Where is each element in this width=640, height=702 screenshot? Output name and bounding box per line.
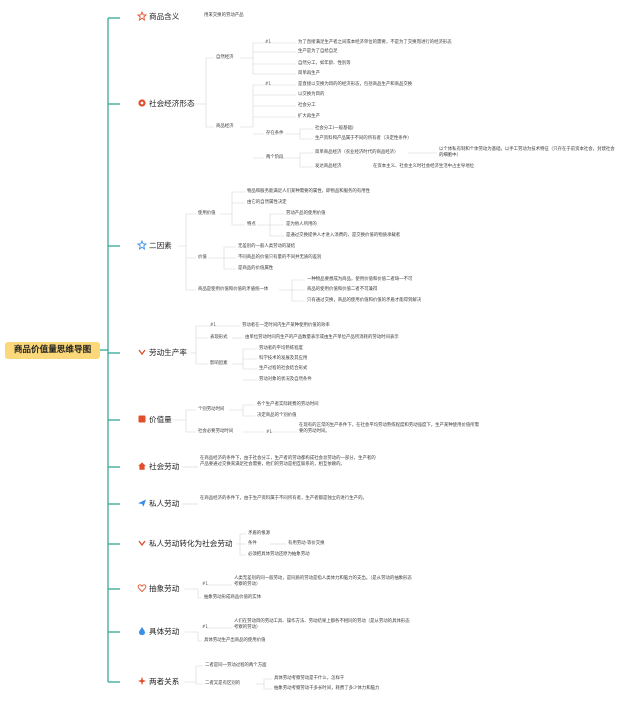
branch-social-labor[interactable]: 社会劳动 [149, 462, 180, 471]
use-value: 使用价值 [198, 211, 216, 216]
socially-necessary-time: 社会必要劳动时间 [198, 429, 234, 434]
chevron-down-icon [138, 349, 146, 356]
use-value-4: 是为他人所用的 [286, 222, 317, 227]
relationship-2a: 具体劳动考察劳动是干什么，怎样干 [274, 676, 345, 681]
star-outline-icon [137, 240, 147, 250]
social-labor-text: 在商品经济的条件下，由于社会分工，生产者的劳动都构成社会总劳动的一部分，生产者的… [200, 456, 376, 467]
conversion-2a: 有用劳动·等价交换 [288, 541, 325, 546]
relationship-2b: 抽象劳动考察劳动干多长时间，耗费了多少体力和脑力 [274, 686, 380, 691]
natural-4: 简单再生产 [298, 71, 320, 76]
features: 特点 [247, 222, 256, 227]
branch-abstract-labor[interactable]: 抽象劳动 [149, 584, 180, 593]
expression-form: 表现形式 [210, 335, 228, 340]
unity-2: 商品的使用价值和价值二者不可兼得 [307, 287, 378, 292]
stage-2-note: 在资本主义、社会主义时社会经济生活中占主导地位 [373, 164, 474, 169]
use-value-5: 是通过交换提供人才进入消费的，是交换价值的物质承载者 [286, 233, 401, 238]
root-node[interactable]: 商品价值量思维导图 [5, 342, 100, 359]
unity-3: 只有通过交换，商品的使用价值和价值的矛盾才能得到解决 [307, 298, 422, 303]
value-2: 不同商品的价值只有量的不同并无质的差别 [238, 255, 322, 260]
heart-icon [137, 584, 147, 593]
two-stages: 两个阶段 [266, 155, 284, 160]
value-3: 是商品的价值属性 [238, 266, 274, 271]
expression-form-text: 由单位劳动时间内生产的产品数量表示或由生产单位产品所消耗的劳动时间表示 [245, 335, 399, 340]
star-outline-icon [137, 11, 147, 21]
commodity-economy: 商品经济 [216, 124, 234, 129]
product-meaning-text: 用来交换的劳动产品 [204, 13, 244, 18]
social-time-definition: 在现有的正常的生产条件下，在社会平均劳动熟练程度和劳动强度下，生产某种使用价值所… [299, 423, 480, 434]
value-1: 无差别的一般人类劳动的凝结 [238, 244, 296, 249]
individual-2: 决定商品的个别价值 [257, 413, 297, 418]
square-icon [138, 415, 146, 423]
unity: 商品是使用价值和价值的矛盾统一体 [198, 287, 269, 292]
branch-value-magnitude[interactable]: 价值量 [149, 415, 172, 424]
condition-1: 社会分工(一般基础) [315, 126, 354, 131]
concrete-2: 具体劳动生产出商品的使用价值 [204, 638, 266, 643]
conversion-2: 条件 [248, 541, 257, 546]
natural-economy: 自然经济 [216, 55, 234, 60]
stage-1: 简单商品经济（农业经济时代的商品经济） [315, 150, 399, 155]
branch-concrete-labor[interactable]: 具体劳动 [149, 627, 180, 636]
house-icon [138, 462, 146, 470]
condition-2: 生产资料和产品属于不同的所有者（决定性条件） [315, 136, 412, 141]
productivity-definition: 劳动者在一定时间内生产某种使用价值的效率 [242, 323, 330, 328]
relationship-2: 二者又是有区别的 [205, 681, 241, 686]
abstract-1: 人类无差别的同一般劳动，是同质的劳动是指人类体力和脑力的支出。（是从劳动的抽象形… [234, 576, 412, 587]
relationship-1: 二者是同一劳动过程的两个方面 [205, 663, 267, 668]
private-labor-text: 在商品经济的条件下，由于生产资料属于不同所有者，生产者都是独立的进行生产的。 [200, 496, 367, 501]
branch-two-factors[interactable]: 二因素 [149, 241, 172, 250]
productivity-tag: #1 [210, 322, 216, 327]
social-time-tag: #1 [266, 429, 272, 434]
value: 价值 [198, 255, 207, 260]
influence-factors: 影响因素 [210, 361, 228, 366]
branch-economic-form[interactable]: 社会经济形态 [149, 99, 195, 108]
factor-1: 劳动者的平均熟练程度 [259, 346, 303, 351]
use-value-2: 由它的自然属性决定 [247, 200, 287, 205]
factor-3: 生产过程的社会结合形式 [259, 366, 308, 371]
chevron-down-icon [138, 540, 146, 547]
individual-labor-time: 个别劳动时间 [198, 407, 225, 412]
branch-private-to-social[interactable]: 私人劳动转化为社会劳动 [149, 539, 233, 548]
conversion-1: 矛盾的根源 [248, 531, 270, 536]
commodity-3: 社会分工 [298, 103, 316, 108]
abstract-2: 抽象劳动形成商品价值的实体 [204, 595, 262, 600]
factor-2: 科学技术的发展及其应用 [259, 356, 308, 361]
spark-icon [137, 676, 147, 686]
natural-1: 为了直接满足生产者之间或本经济单位的需要，不是为了交换而进行的经济形态 [298, 40, 452, 45]
factor-4: 劳动对象的状况及自然条件 [259, 377, 312, 382]
concrete-1: 人们在劳动目的劳动工具、操作方法、劳动结果上都各不相同的劳动（是从劳动的具体形态… [234, 619, 410, 630]
branch-labor-productivity[interactable]: 劳动生产率 [149, 348, 187, 357]
existence-conditions: 存在条件 [266, 131, 284, 136]
individual-1: 各个生产者实际耗费的劳动时间 [257, 402, 319, 407]
use-value-1: 物品和服务能满足人们某种需要的属性，即物品和服务的有用性 [247, 189, 370, 194]
conversion-3: 必须把具体劳动还原为抽象劳动 [248, 552, 310, 557]
use-value-3: 劳动产品的使用价值 [286, 211, 326, 216]
natural-2: 生产是为了自给自足 [298, 49, 338, 54]
stage-2: 发达商品经济 [315, 164, 342, 169]
branch-relationship[interactable]: 两者关系 [149, 677, 180, 686]
natural-3: 自然分工，如年龄、性别等 [298, 61, 351, 66]
commodity-1: 是直接以交换为目的的经济形态，包括商品生产和商品交换 [298, 82, 413, 87]
drop-icon [139, 627, 145, 635]
concrete-tag: #1 [202, 624, 208, 629]
branch-private-labor[interactable]: 私人劳动 [149, 499, 180, 508]
stage-1-note: 以个体私有制和个体劳动为基础，以手工劳动为技术特征（只存在于前资本社会，封建社会… [439, 147, 615, 158]
natural-tag: #1 [265, 39, 271, 44]
send-icon [138, 499, 146, 507]
branch-product-meaning[interactable]: 商品含义 [149, 12, 180, 21]
commodity-4: 扩大再生产 [298, 114, 320, 119]
commodity-2: 以交换为目的 [298, 92, 325, 97]
unity-1: 一种物品要想成为商品，使用价值和价值二者缺一不可 [307, 277, 413, 282]
gear-icon [138, 99, 146, 107]
abstract-tag: #1 [202, 581, 208, 586]
commodity-tag: #1 [265, 81, 271, 86]
